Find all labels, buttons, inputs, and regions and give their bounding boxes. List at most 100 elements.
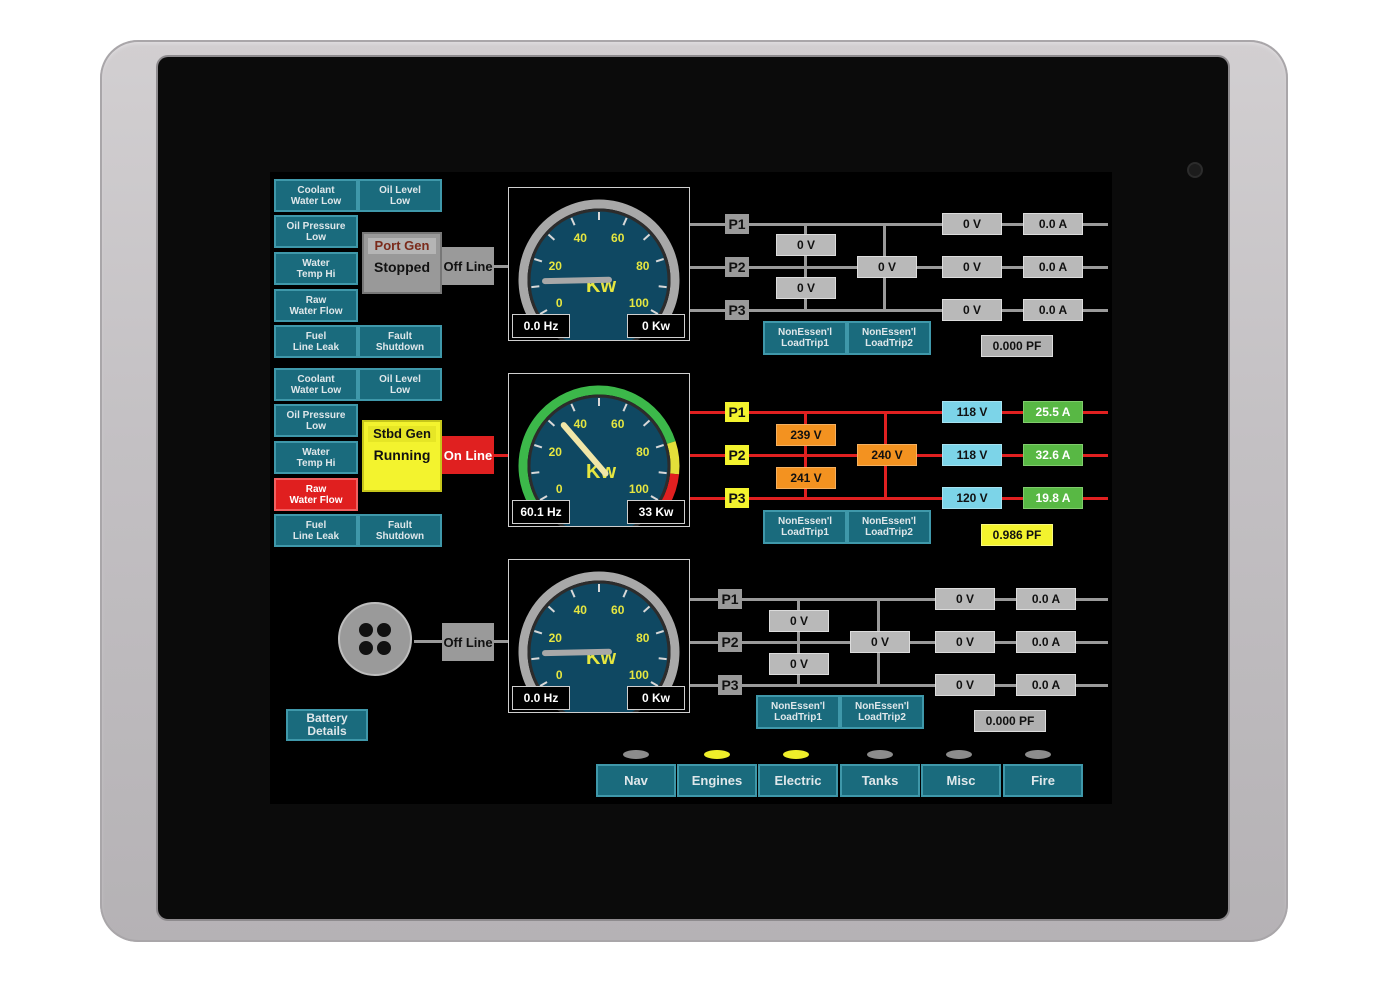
alarm-raw-water-flow[interactable]: Raw Water Flow: [274, 289, 358, 322]
phase-label-p2: P2: [725, 445, 749, 465]
load-trip-1-button[interactable]: NonEssen'l LoadTrip1: [756, 695, 840, 729]
electric-led: [783, 750, 809, 759]
phase-current-p1: 0.0 A: [1023, 213, 1083, 235]
svg-text:0: 0: [556, 482, 563, 496]
gen-state: Stopped: [374, 259, 430, 275]
svg-text:20: 20: [549, 259, 563, 273]
phase-voltage-p1: 0 V: [935, 588, 995, 610]
misc-button[interactable]: Misc: [921, 764, 1001, 797]
svg-text:0: 0: [556, 296, 563, 310]
connector-line: [494, 265, 508, 268]
camera-icon: [1189, 164, 1201, 176]
stbd-gen-line-status: On Line: [442, 436, 494, 474]
electric-button[interactable]: Electric: [758, 764, 838, 797]
load-trip-1-button[interactable]: NonEssen'l LoadTrip1: [763, 321, 847, 355]
svg-text:20: 20: [549, 631, 563, 645]
svg-text:40: 40: [574, 417, 588, 431]
alarm-oil-pressure-low[interactable]: Oil Pressure Low: [274, 404, 358, 437]
line-voltage-p1p3: 0 V: [857, 256, 917, 278]
svg-text:80: 80: [636, 631, 650, 645]
phase-label-p3: P3: [725, 488, 749, 508]
svg-text:40: 40: [574, 231, 588, 245]
alarm-water-temp-hi[interactable]: Water Temp Hi: [274, 252, 358, 285]
battery-details-button[interactable]: Battery Details: [286, 709, 368, 741]
svg-text:60: 60: [611, 417, 625, 431]
alarm-oil-pressure-low[interactable]: Oil Pressure Low: [274, 215, 358, 248]
phase-voltage-p2: 118 V: [942, 444, 1002, 466]
alarm-fuel-line-leak[interactable]: Fuel Line Leak: [274, 514, 358, 547]
svg-text:80: 80: [636, 445, 650, 459]
phase-voltage-p2: 0 V: [942, 256, 1002, 278]
port-gen-status-box[interactable]: Port Gen Stopped: [362, 232, 442, 294]
phase-current-p2: 0.0 A: [1023, 256, 1083, 278]
port-gen-line-status: Off Line: [442, 247, 494, 285]
phase-label-p1: P1: [725, 402, 749, 422]
bus-p1: [690, 411, 1108, 414]
svg-text:60: 60: [611, 603, 625, 617]
load-trip-2-button[interactable]: NonEssen'l LoadTrip2: [847, 321, 931, 355]
alarm-raw-water-flow[interactable]: Raw Water Flow: [274, 478, 358, 511]
nav-button[interactable]: Nav: [596, 764, 676, 797]
bus-link: [804, 411, 807, 500]
gauge-needle: [542, 648, 612, 657]
phase-current-p3: 0.0 A: [1023, 299, 1083, 321]
power-factor-readout: 0.986 PF: [981, 524, 1053, 546]
alarm-fault-shutdown[interactable]: Fault Shutdown: [358, 514, 442, 547]
shore-power-plug-icon[interactable]: [336, 600, 414, 678]
svg-text:20: 20: [549, 445, 563, 459]
bus-p3: [690, 309, 1108, 312]
phase-label-p2: P2: [718, 632, 742, 652]
gauge-needle: [542, 276, 612, 285]
engines-button[interactable]: Engines: [677, 764, 757, 797]
stbd-gen-status-box[interactable]: Stbd Gen Running: [362, 420, 442, 492]
stbd-kw-readout: 33 Kw: [627, 500, 685, 524]
phase-voltage-p3: 120 V: [942, 487, 1002, 509]
phase-label-p1: P1: [725, 214, 749, 234]
phase-voltage-p1: 118 V: [942, 401, 1002, 423]
tanks-led: [867, 750, 893, 759]
phase-current-p3: 19.8 A: [1023, 487, 1083, 509]
phase-current-p1: 25.5 A: [1023, 401, 1083, 423]
svg-text:100: 100: [629, 296, 649, 310]
line-voltage-p1p2: 239 V: [776, 424, 836, 446]
line-voltage-p1p3: 0 V: [850, 631, 910, 653]
svg-text:100: 100: [629, 482, 649, 496]
misc-led: [946, 750, 972, 759]
alarm-fuel-line-leak[interactable]: Fuel Line Leak: [274, 325, 358, 358]
alarm-fault-shutdown[interactable]: Fault Shutdown: [358, 325, 442, 358]
phase-current-p2: 32.6 A: [1023, 444, 1083, 466]
connector-line: [414, 640, 442, 643]
line-voltage-p2p3: 0 V: [769, 653, 829, 675]
load-trip-1-button[interactable]: NonEssen'l LoadTrip1: [763, 510, 847, 544]
shore-hz-readout: 0.0 Hz: [512, 686, 570, 710]
phase-current-p2: 0.0 A: [1016, 631, 1076, 653]
phase-label-p2: P2: [725, 257, 749, 277]
phase-current-p1: 0.0 A: [1016, 588, 1076, 610]
gen-state: Running: [373, 447, 431, 463]
load-trip-2-button[interactable]: NonEssen'l LoadTrip2: [847, 510, 931, 544]
power-factor-readout: 0.000 PF: [981, 335, 1053, 357]
line-voltage-p1p3: 240 V: [857, 444, 917, 466]
tanks-button[interactable]: Tanks: [840, 764, 920, 797]
alarm-coolant-water-low[interactable]: Coolant Water Low: [274, 368, 358, 401]
bus-p1: [690, 598, 1108, 601]
phase-voltage-p3: 0 V: [935, 674, 995, 696]
connector-line: [494, 640, 508, 643]
alarm-oil-level-low[interactable]: Oil Level Low: [358, 368, 442, 401]
bus-p3: [690, 684, 1108, 687]
alarm-coolant-water-low[interactable]: Coolant Water Low: [274, 179, 358, 212]
svg-text:100: 100: [629, 668, 649, 682]
phase-voltage-p3: 0 V: [942, 299, 1002, 321]
alarm-water-temp-hi[interactable]: Water Temp Hi: [274, 441, 358, 474]
alarm-oil-level-low[interactable]: Oil Level Low: [358, 179, 442, 212]
line-voltage-p2p3: 0 V: [776, 277, 836, 299]
load-trip-2-button[interactable]: NonEssen'l LoadTrip2: [840, 695, 924, 729]
gauge-needle: [560, 422, 609, 477]
connector-line: [494, 454, 508, 457]
svg-text:40: 40: [574, 603, 588, 617]
line-voltage-p1p2: 0 V: [776, 234, 836, 256]
fire-button[interactable]: Fire: [1003, 764, 1083, 797]
